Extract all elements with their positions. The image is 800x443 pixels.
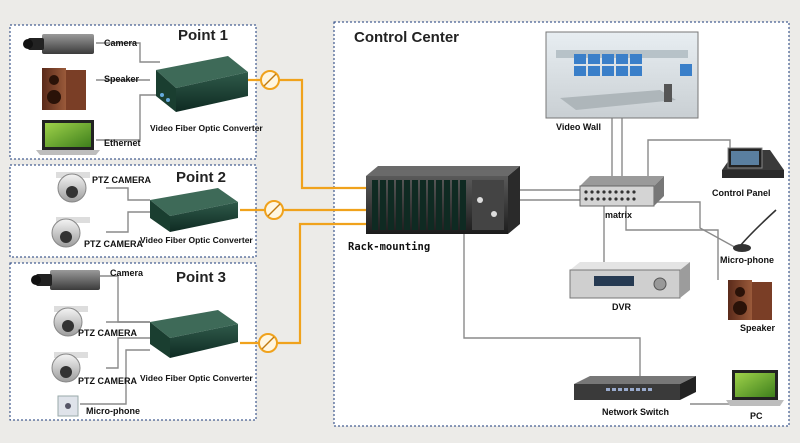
microphone-icon — [733, 209, 777, 252]
point-1-title: Point 1 — [178, 27, 228, 44]
fiber-converter-icon — [156, 56, 248, 112]
laptop-icon — [36, 120, 100, 155]
point-1-converter-label: Video Fiber Optic Converter — [150, 123, 263, 133]
fiber-optic-icon — [264, 200, 284, 220]
dvr-icon — [569, 262, 690, 299]
microphone-icon — [57, 395, 79, 417]
camera-icon — [23, 34, 94, 54]
matrix-icon — [579, 176, 664, 207]
control-center-title: Control Center — [354, 29, 459, 46]
dvr-label: DVR — [612, 302, 632, 312]
point-2-converter-label: Video Fiber Optic Converter — [140, 235, 253, 245]
fiber-optic-icon — [260, 70, 280, 90]
microphone-label: Micro-phone — [720, 255, 774, 265]
point-1-ethernet-label: Ethernet — [104, 138, 141, 148]
point-3-microphone-label: Micro-phone — [86, 406, 140, 416]
point-3-title: Point 3 — [176, 269, 226, 286]
pc-label: PC — [750, 411, 763, 421]
point-1-speaker-label: Speaker — [104, 74, 140, 84]
fiber-converter-icon — [150, 188, 238, 232]
point-2-title: Point 2 — [176, 169, 226, 186]
fiber-optic-icon — [258, 333, 278, 353]
speaker-label: Speaker — [740, 323, 776, 333]
point-3-ptz-1-label: PTZ CAMERA — [78, 328, 137, 338]
point-3-camera-label: Camera — [110, 268, 144, 278]
rack-mounting-label: Rack-mounting — [348, 241, 430, 253]
ptz-camera-icon — [51, 217, 90, 248]
matrix-label: matrix — [605, 210, 632, 220]
laptop-icon — [726, 370, 784, 406]
ptz-camera-icon — [56, 172, 90, 203]
control-panel-label: Control Panel — [712, 188, 771, 198]
ptz-camera-icon — [53, 306, 88, 337]
control-panel-icon — [722, 147, 784, 178]
video-wall-icon — [545, 31, 699, 119]
fiber-converter-icon — [150, 310, 238, 358]
point-3-converter-label: Video Fiber Optic Converter — [140, 373, 253, 383]
speaker-icon — [42, 68, 86, 110]
video-wall-label: Video Wall — [556, 122, 601, 132]
point-3-ptz-2-label: PTZ CAMERA — [78, 376, 137, 386]
point-2-ptz-1-label: PTZ CAMERA — [92, 175, 151, 185]
network-switch-label: Network Switch — [602, 407, 669, 417]
rack-mounting-icon — [366, 166, 520, 234]
network-switch-icon — [574, 376, 696, 400]
point-1-camera-label: Camera — [104, 38, 138, 48]
ptz-camera-icon — [51, 352, 88, 383]
speaker-icon — [728, 280, 772, 320]
point-2-ptz-2-label: PTZ CAMERA — [84, 239, 143, 249]
camera-icon — [31, 270, 100, 290]
